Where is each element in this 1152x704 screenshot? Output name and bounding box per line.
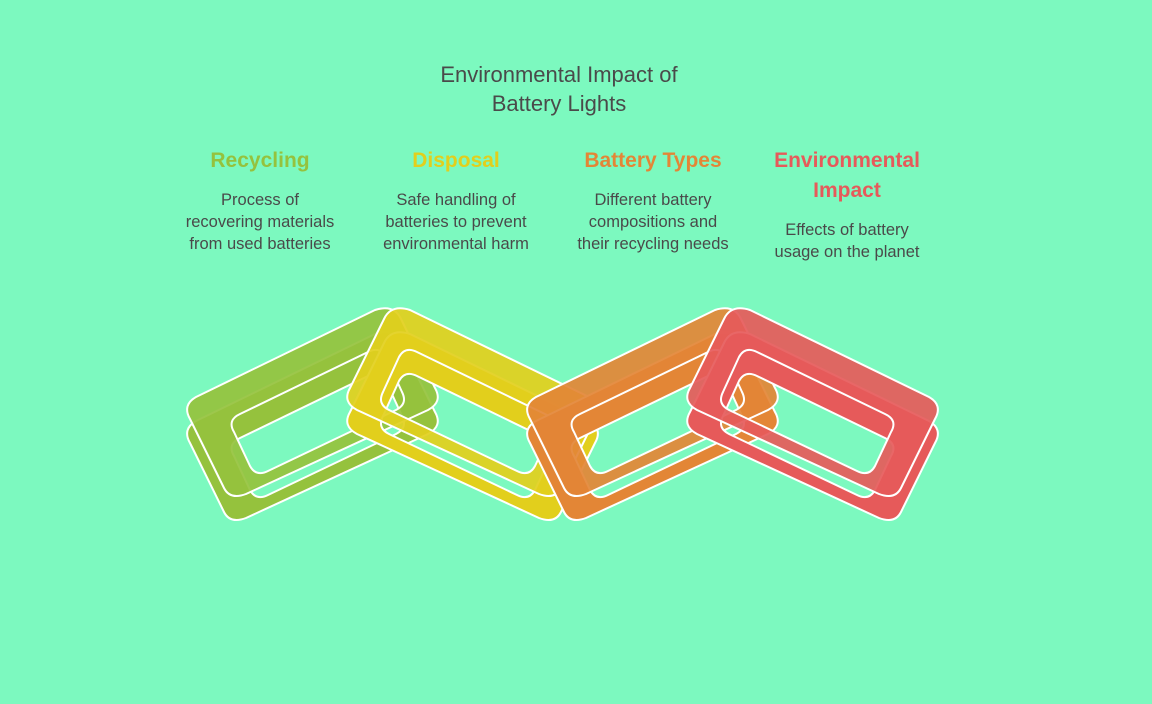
step-description-line: environmental harm [383, 235, 529, 253]
step-title: Environmental Impact [754, 146, 940, 206]
step-title: Disposal [363, 146, 549, 176]
step-description-line: usage on the planet [774, 243, 920, 261]
step-title: Battery Types [560, 146, 746, 176]
step-environmental-impact: Environmental Impact Effects of battery … [754, 146, 940, 263]
step-description-line: compositions and [588, 213, 718, 231]
step-title-line: Recycling [210, 149, 310, 172]
step-description-line: Safe handling of [396, 191, 516, 209]
step-title: Recycling [167, 146, 353, 176]
step-battery-types: Battery Types Different battery composit… [560, 146, 746, 255]
step-description-line: their recycling needs [577, 235, 729, 253]
step-description-line: recovering materials [185, 213, 335, 231]
step-description-line: batteries to prevent [385, 213, 527, 231]
step-title-line: Disposal [412, 149, 500, 172]
step-description: Effects of battery usage on the planet [754, 219, 940, 263]
step-description: Process of recovering materials from use… [167, 189, 353, 255]
chain-link-icon [686, 307, 939, 521]
step-title-line: Battery Types [584, 149, 722, 172]
title-line-2: Battery Lights [491, 91, 627, 116]
step-recycling: Recycling Process of recovering material… [167, 146, 353, 255]
step-description-line: from used batteries [189, 235, 331, 253]
step-description-line: Effects of battery [785, 221, 909, 239]
step-description-line: Process of [221, 191, 299, 209]
step-description: Safe handling of batteries to prevent en… [363, 189, 549, 255]
page-title: Environmental Impact of Battery Lights [376, 60, 742, 118]
step-title-line: Environmental [774, 149, 920, 172]
step-description: Different battery compositions and their… [560, 189, 746, 255]
title-line-1: Environmental Impact of [440, 62, 678, 87]
step-title-line: Impact [813, 179, 881, 202]
step-disposal: Disposal Safe handling of batteries to p… [363, 146, 549, 255]
step-description-line: Different battery [594, 191, 712, 209]
